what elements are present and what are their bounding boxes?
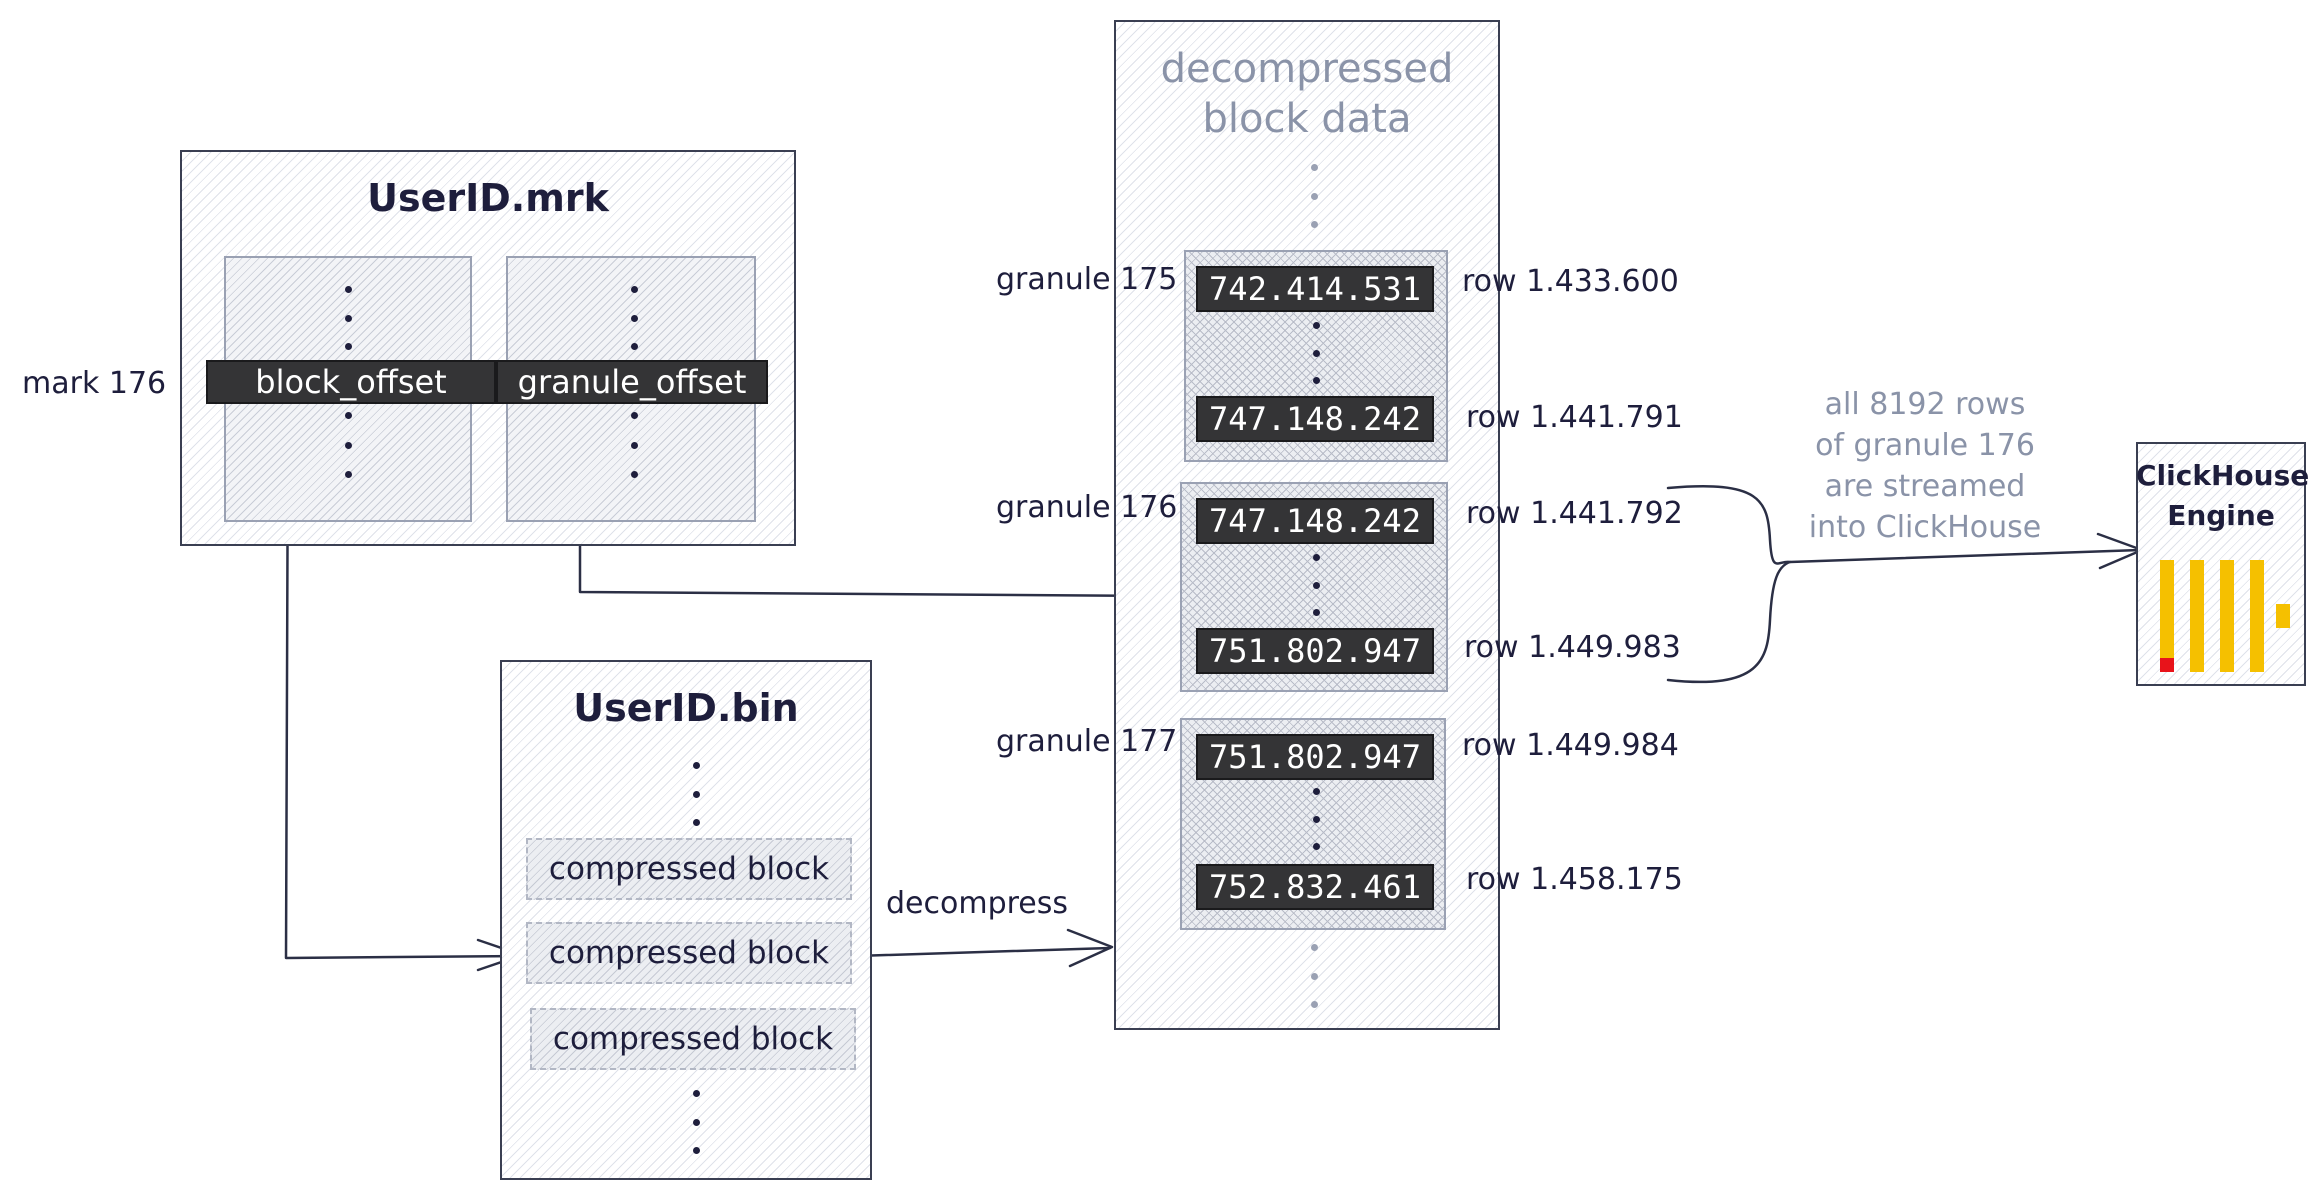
stream-arrow [1788,548,2142,564]
decompressed-dots-bottom [1309,944,1319,1008]
granule-offset-dots-top [629,286,639,350]
block-offset-cell: block_offset [206,360,496,404]
granule-177-last-row: row 1.458.175 [1466,862,1683,897]
compressed-block-2: compressed block [526,922,852,984]
mrk-file-title: UserID.mrk [367,176,609,220]
stream-note-line2: of granule 176 [1815,428,2035,463]
bin-dots-bottom [691,1090,701,1154]
logo-bar-2 [2190,560,2204,672]
granule-176-first-value: 747.148.242 [1196,498,1434,544]
bin-file-box [500,660,872,1180]
decompressed-title-line2: block data [1202,96,1412,142]
granule-175-dots [1311,322,1321,384]
granule-177-first-row: row 1.449.984 [1462,728,1679,763]
logo-bar-1-accent [2160,658,2174,672]
decompressed-title: decompressed block data [1114,44,1500,144]
granule-176-first-row: row 1.441.792 [1466,496,1683,531]
stream-brace [1666,485,1792,684]
granule-175-last-row: row 1.441.791 [1466,400,1683,435]
granule-offset-dots-bottom [629,412,639,478]
granule-177-label: granule 177 [996,724,1178,759]
stream-note-line4: into ClickHouse [1808,510,2042,545]
mark-label: mark 176 [22,366,167,401]
granule-175-label: granule 175 [996,262,1178,297]
granule-177-last-value: 752.832.461 [1196,864,1434,910]
stream-note-line1: all 8192 rows [1824,387,2026,422]
clickhouse-engine-title-line1: ClickHouse [2136,459,2310,492]
clickhouse-engine-title: ClickHouse Engine [2136,456,2310,536]
block-offset-dots-top [343,286,353,350]
granule-176-dots [1311,554,1321,616]
block-offset-dots-bottom [343,412,353,478]
granule-175-last-value: 747.148.242 [1196,396,1434,442]
granule-176-label: granule 176 [996,490,1178,525]
logo-bar-4 [2250,560,2264,672]
granule-176-last-row: row 1.449.983 [1464,630,1681,665]
stream-note-line3: are streamed [1824,469,2026,504]
logo-bar-5 [2276,604,2290,628]
compressed-block-1: compressed block [526,838,852,900]
clickhouse-logo [2160,560,2290,672]
stream-note: all 8192 rows of granule 176 are streame… [1790,384,2060,548]
granule-176-last-value: 751.802.947 [1196,628,1434,674]
granule-177-first-value: 751.802.947 [1196,734,1434,780]
granule-175-first-row: row 1.433.600 [1462,264,1679,299]
clickhouse-engine-title-line2: Engine [2167,499,2275,532]
block-offset-arrow [284,406,520,960]
granule-175-first-value: 742.414.531 [1196,266,1434,312]
decompressed-dots-top [1309,164,1319,228]
decompress-arrow [854,946,1112,958]
granule-offset-cell: granule_offset [496,360,768,404]
decompressed-title-line1: decompressed [1160,46,1454,92]
logo-bar-3 [2220,560,2234,672]
bin-file-title: UserID.bin [573,686,799,730]
compressed-block-3: compressed block [530,1008,856,1070]
granule-177-dots [1311,788,1321,850]
decompress-label: decompress [886,886,1069,921]
bin-dots-top [691,762,701,826]
logo-bar-1 [2160,560,2174,672]
